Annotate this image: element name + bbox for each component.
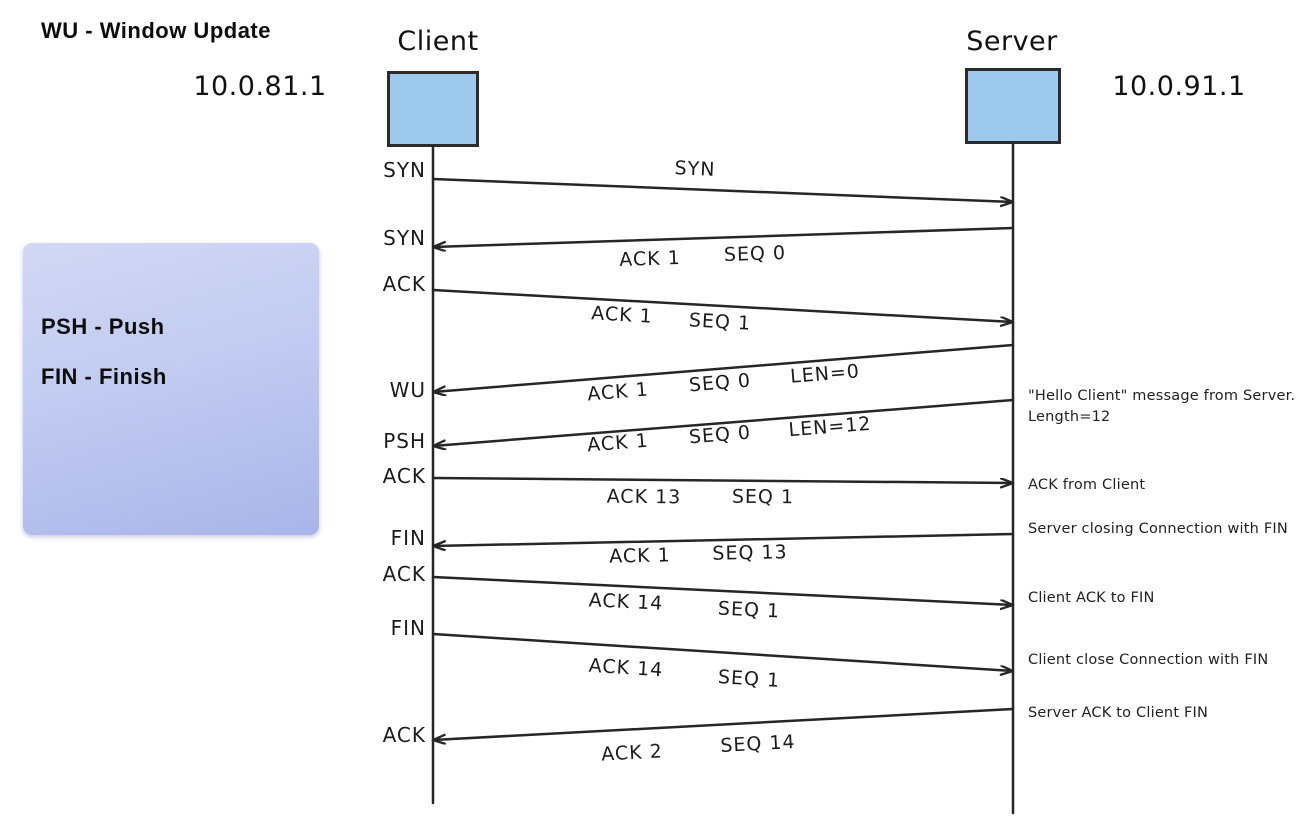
- message-arrow-2-syn: [431, 226, 1015, 247]
- client-ip: 10.0.81.1: [193, 71, 327, 102]
- message-arrow-10-ack: [431, 707, 1015, 740]
- arrow-label-5-3: LEN=12: [787, 412, 873, 442]
- arrow-label-6-1: ACK 13: [606, 485, 682, 509]
- message-type-label-7: FIN: [390, 526, 426, 550]
- arrow-label-3-2: SEQ 1: [688, 309, 752, 335]
- arrow-label-8-2: SEQ 1: [717, 597, 781, 623]
- arrow-label-1-1: SYN: [674, 157, 716, 181]
- message-arrow-5-psh: [431, 398, 1015, 446]
- message-type-label-8: ACK: [382, 562, 426, 586]
- annotation-3: Server closing Connection with FIN: [1028, 521, 1288, 537]
- message-type-label-9: FIN: [390, 616, 426, 640]
- arrow-label-5-1: ACK 1: [586, 429, 650, 457]
- legend-box: WU - Window Update PSH - Push FIN - Fini…: [23, 18, 319, 535]
- arrow-label-10-2: SEQ 14: [719, 731, 797, 757]
- legend-item-wu: WU - Window Update: [41, 18, 271, 43]
- arrow-label-6-2: SEQ 1: [731, 485, 795, 509]
- arrow-label-7-2: SEQ 13: [712, 541, 788, 565]
- arrow-label-8-1: ACK 14: [588, 589, 664, 615]
- annotation-5: Client close Connection with FIN: [1028, 652, 1269, 668]
- message-arrow-1-syn: [431, 177, 1015, 202]
- arrow-label-9-2: SEQ 1: [717, 666, 781, 692]
- server-ip: 10.0.91.1: [1112, 71, 1246, 102]
- message-arrow-8-ack: [431, 575, 1015, 605]
- message-arrow-7-fin: [431, 532, 1015, 546]
- arrow-label-4-3: LEN=0: [789, 360, 861, 388]
- message-type-label-5: PSH: [383, 429, 426, 453]
- message-arrow-4-wu: [431, 343, 1015, 392]
- arrow-label-10-1: ACK 2: [600, 740, 664, 766]
- message-arrow-3-ack: [431, 288, 1015, 322]
- legend-item-fin: FIN - Finish: [41, 364, 167, 389]
- arrow-label-4-1: ACK 1: [586, 378, 650, 406]
- arrow-label-9-1: ACK 14: [588, 654, 664, 682]
- message-type-label-10: ACK: [382, 723, 426, 747]
- arrow-label-2-2: SEQ 0: [723, 241, 787, 267]
- legend-item-psh: PSH - Push: [41, 314, 165, 339]
- annotation-6: Server ACK to Client FIN: [1028, 705, 1209, 721]
- annotation-1: "Hello Client" message from Server. Leng…: [1028, 388, 1296, 426]
- message-type-label-2: SYN: [383, 226, 426, 250]
- arrow-label-7-1: ACK 1: [609, 544, 671, 568]
- annotation-4: Client ACK to FIN: [1028, 590, 1155, 606]
- message-arrow-6-ack: [431, 476, 1015, 483]
- message-type-label-3: ACK: [382, 272, 426, 296]
- server-title: Server: [966, 26, 1058, 57]
- message-type-label-4: WU: [389, 378, 426, 402]
- message-type-label-1: SYN: [383, 158, 426, 182]
- client-title: Client: [397, 26, 479, 57]
- message-arrow-9-fin: [431, 632, 1015, 671]
- arrow-label-5-2: SEQ 0: [688, 421, 752, 449]
- arrow-label-3-1: ACK 1: [590, 302, 654, 328]
- arrow-label-4-2: SEQ 0: [688, 369, 752, 397]
- annotation-2: ACK from Client: [1028, 477, 1146, 493]
- client-actor-box: [387, 71, 479, 147]
- arrow-label-2-1: ACK 1: [618, 246, 682, 272]
- message-type-label-6: ACK: [382, 464, 426, 488]
